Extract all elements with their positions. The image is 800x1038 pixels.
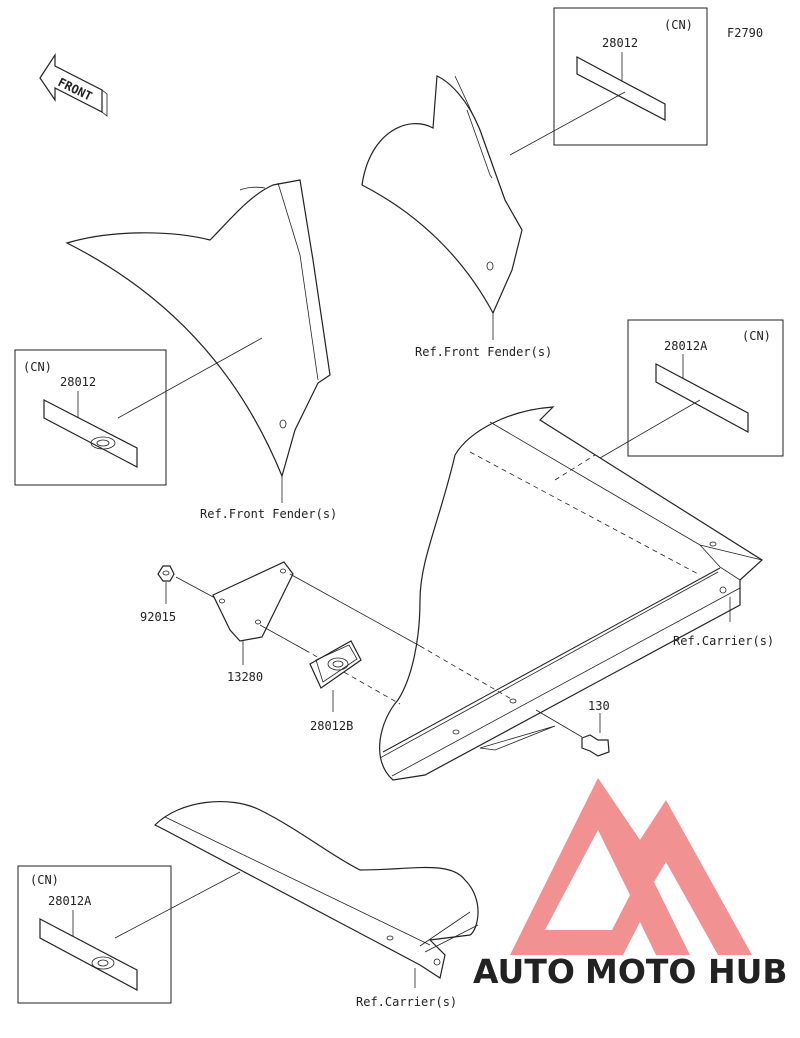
part-number-28012A-lower: 28012A xyxy=(48,894,92,908)
ref-front-fender-left: Ref.Front Fender(s) xyxy=(200,507,337,521)
part-number-28012A-right: 28012A xyxy=(664,339,708,353)
part-number-92015: 92015 xyxy=(140,610,176,624)
cn-tag-lower: (CN) xyxy=(30,873,59,887)
callout-box-28012-left: (CN) 28012 xyxy=(14,349,167,486)
watermark-auto: AUTO xyxy=(473,952,575,991)
ref-carrier-lower: Ref.Carrier(s) xyxy=(356,995,457,1009)
front-fender-right: Ref.Front Fender(s) xyxy=(361,75,552,359)
part-number-28012-left: 28012 xyxy=(60,375,96,389)
watermark-text: AUTO MOTO HUB xyxy=(473,952,788,991)
carrier-upper: Ref.Carrier(s) xyxy=(379,406,774,781)
watermark-hub: HUB xyxy=(708,952,788,991)
label-emblem-icon xyxy=(90,436,116,450)
callout-box-28012-top: (CN) 28012 xyxy=(509,7,708,156)
watermark-logo xyxy=(510,778,752,955)
cn-tag-left: (CN) xyxy=(23,360,52,374)
part-number-28012B: 28012B xyxy=(310,719,353,733)
callout-box-28012A-lower: (CN) 28012A xyxy=(17,865,172,1004)
ref-front-fender-right: Ref.Front Fender(s) xyxy=(415,345,552,359)
label-emblem-icon-28012B xyxy=(327,657,349,671)
carrier-lower: Ref.Carrier(s) xyxy=(114,800,479,1009)
watermark-moto: MOTO xyxy=(585,952,696,991)
bolt-130: 130 xyxy=(581,699,610,757)
cn-tag-right: (CN) xyxy=(742,329,771,343)
figure-code: F2790 xyxy=(727,26,763,40)
front-fender-left: Ref.Front Fender(s) xyxy=(65,179,337,521)
cn-tag: (CN) xyxy=(664,18,693,32)
part-number-28012: 28012 xyxy=(602,36,638,50)
label-28012B: 28012B xyxy=(309,640,362,733)
nut-92015: 92015 xyxy=(140,565,216,624)
ref-carrier-upper: Ref.Carrier(s) xyxy=(673,634,774,648)
part-number-130: 130 xyxy=(588,699,610,713)
watermark-logo-icon xyxy=(510,778,752,955)
part-number-13280: 13280 xyxy=(227,670,263,684)
front-arrow-icon: FRONT xyxy=(39,52,108,117)
callout-box-28012A-right: (CN) 28012A xyxy=(599,319,784,459)
label-emblem-icon-lower xyxy=(91,956,115,970)
